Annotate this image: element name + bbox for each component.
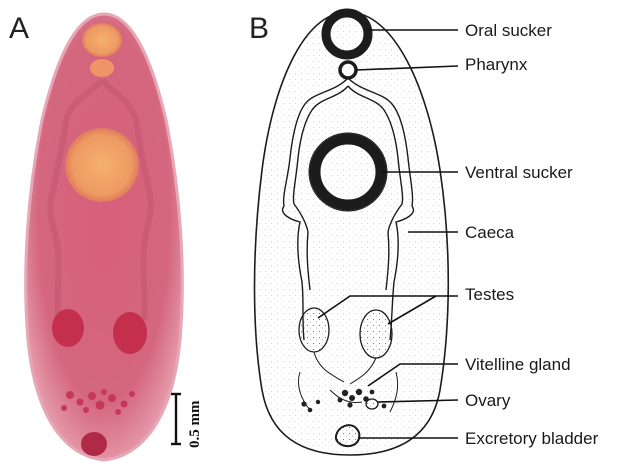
testis-left-photo	[52, 309, 84, 347]
label-caeca: Caeca	[465, 223, 515, 242]
label-excretory-bladder: Excretory bladder	[465, 429, 599, 448]
leader-ovary	[377, 399, 459, 403]
testis-left-drawing	[298, 307, 330, 353]
leader-testes-left	[317, 295, 436, 319]
excretory-bladder-drawing	[334, 424, 361, 448]
vitelline-gland-drawing	[301, 388, 387, 413]
ducts-drawing	[297, 351, 399, 413]
label-ventral-sucker: Ventral sucker	[465, 163, 573, 182]
label-pharynx: Pharynx	[465, 55, 528, 74]
panel-b-drawing: B	[249, 8, 450, 456]
scale-bar: 0.5 mm	[171, 392, 203, 448]
annotation-group: Oral sucker Pharynx Ventral sucker Caeca…	[317, 21, 599, 448]
excretory-bladder-photo	[81, 432, 107, 456]
label-vitelline-gland: Vitelline gland	[465, 355, 571, 374]
panel-b-letter: B	[249, 12, 269, 45]
label-ovary: Ovary	[465, 391, 511, 410]
pharynx-photo	[90, 59, 114, 77]
caeca-drawing	[281, 77, 415, 341]
label-testes: Testes	[465, 285, 514, 304]
scale-bar-label: 0.5 mm	[187, 400, 203, 448]
ovary-drawing	[365, 398, 379, 410]
label-oral-sucker: Oral sucker	[465, 21, 552, 40]
ventral-sucker-photo	[65, 128, 139, 202]
oral-sucker-drawing	[321, 8, 373, 60]
panel-a-letter: A	[9, 12, 29, 45]
testis-right-photo	[113, 312, 147, 354]
oral-sucker-photo	[82, 23, 122, 57]
caeca-photo	[47, 77, 154, 321]
leader-pharynx	[355, 65, 459, 71]
panel-a-photo: A 0.5 mm	[9, 12, 203, 462]
testis-right-drawing	[359, 309, 393, 359]
vitelline-cluster-photo	[61, 389, 135, 415]
leader-vitelline-gland	[367, 363, 458, 387]
leader-testes-right	[387, 295, 437, 325]
